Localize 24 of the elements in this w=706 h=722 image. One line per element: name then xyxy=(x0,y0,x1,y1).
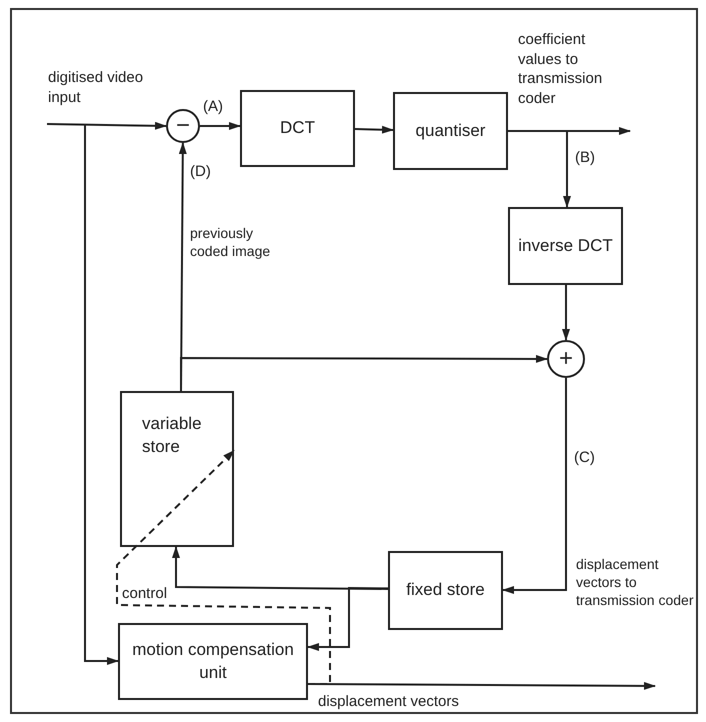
process-box: quantiser xyxy=(393,92,508,170)
arrow xyxy=(200,122,241,130)
arrow xyxy=(84,124,119,665)
arrow xyxy=(502,378,567,594)
arrow xyxy=(562,285,570,341)
process-box: DCT xyxy=(240,90,355,167)
edge-label: (A) xyxy=(203,97,223,116)
process-box: motion compensation unit xyxy=(118,623,308,700)
edge-label: displacement vectors xyxy=(318,692,459,712)
arrow xyxy=(354,126,394,134)
process-box: inverse DCT xyxy=(508,207,623,285)
edge-label: (B) xyxy=(575,148,595,168)
edge-label: (D) xyxy=(190,162,211,182)
arrow xyxy=(46,122,167,130)
text-label: displacement vectors to transmission coder xyxy=(576,555,694,610)
arrow xyxy=(172,546,388,590)
dashed-arrow xyxy=(116,450,331,685)
arrow xyxy=(508,130,571,208)
arrow xyxy=(307,586,388,651)
arrow xyxy=(180,354,548,391)
process-box: fixed store xyxy=(388,551,503,630)
process-box: variable store xyxy=(120,391,234,547)
edge-label: (C) xyxy=(574,448,595,468)
text-label: previously coded image xyxy=(190,224,272,260)
